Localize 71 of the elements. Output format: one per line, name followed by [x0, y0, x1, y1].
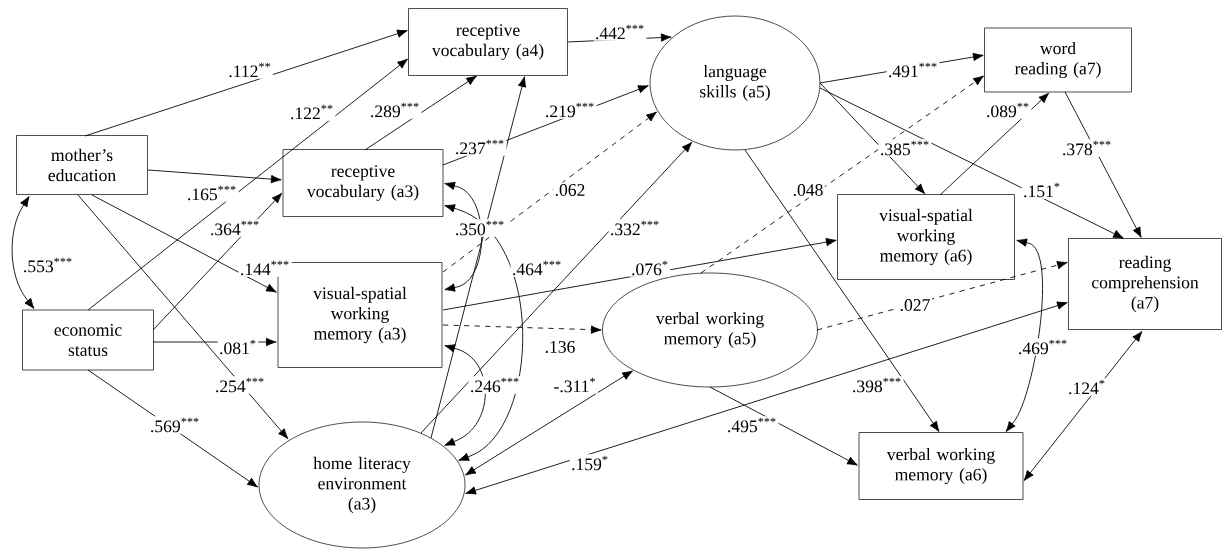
edge-label: .089$^{**}$ [984, 101, 1032, 119]
edge-label: .464$^{***}$ [510, 259, 564, 277]
box-node: reading comprehension (a7) [1068, 238, 1222, 330]
edge-label: .289$^{***}$ [368, 101, 422, 119]
edge-label: .151$^{*}$ [1021, 181, 1063, 199]
edge-label: .491$^{***}$ [886, 61, 940, 79]
arrow [147, 169, 282, 184]
box-node: word reading (a7) [984, 27, 1132, 93]
arrow [87, 58, 408, 311]
arrow [84, 29, 408, 137]
arrow [442, 237, 837, 311]
edge-label: .569$^{***}$ [148, 416, 202, 434]
edge-label: .122$^{**}$ [288, 103, 336, 121]
edge-label: .350$^{***}$ [453, 219, 507, 237]
edge-label: .332$^{***}$ [608, 219, 662, 237]
edge-label: .495$^{***}$ [725, 416, 779, 434]
arrow [744, 149, 940, 432]
arrow [700, 75, 984, 274]
arrow [709, 386, 858, 466]
arrow [77, 194, 289, 440]
arrow [819, 82, 926, 195]
edge-label: .469$^{***}$ [1016, 338, 1070, 356]
edge-label: .398$^{***}$ [850, 376, 904, 394]
edge-label: -.311$^{*}$ [552, 376, 598, 394]
edge-label: .136 [543, 339, 577, 355]
edge-label: .159$^{*}$ [569, 454, 611, 472]
arrow [816, 260, 1068, 331]
edge-label: .385$^{***}$ [878, 139, 932, 157]
edge-label: .219$^{***}$ [543, 101, 597, 119]
arrow [444, 181, 483, 292]
arrow [91, 194, 277, 293]
edge-label: .237$^{***}$ [453, 138, 507, 156]
edge-label: .553$^{***}$ [21, 256, 75, 274]
arrow [11, 196, 35, 309]
edge-label: .112$^{**}$ [226, 61, 274, 79]
box-node: visual-spatial working memory (a6) [837, 194, 1015, 280]
edge-label: .076$^{*}$ [629, 259, 671, 277]
box-node: verbal working memory (a6) [858, 432, 1024, 500]
edge-label: .144$^{***}$ [238, 259, 292, 277]
arrow [152, 192, 283, 331]
box-node: economic status [22, 309, 154, 371]
box-node: mother’s education [16, 135, 148, 195]
edge-label: .246$^{***}$ [468, 376, 522, 394]
arrow [420, 141, 693, 434]
arrow [1023, 331, 1143, 481]
ellipse-node: home literacy environment (a3) [258, 421, 466, 549]
edge-label: .027 [898, 297, 932, 313]
arrow [819, 87, 1124, 239]
arrow [444, 344, 486, 446]
arrow [364, 75, 477, 151]
arrow [465, 301, 1068, 495]
edge-label: .062 [553, 182, 587, 198]
edge-label: .378$^{***}$ [1060, 139, 1114, 157]
arrow [430, 76, 527, 439]
edge-label: .165$^{***}$ [185, 184, 239, 202]
box-node: receptive vocabulary (a3) [282, 149, 444, 217]
box-node: receptive vocabulary (a4) [408, 8, 568, 76]
arrow [442, 111, 657, 273]
edge-label: .364$^{***}$ [208, 219, 262, 237]
edge-label: .254$^{***}$ [213, 376, 267, 394]
edge-label: .124$^{*}$ [1066, 378, 1108, 396]
arrow [1005, 238, 1043, 432]
arrow [939, 92, 1050, 196]
edge-label: .048 [791, 182, 825, 198]
arrow [1064, 91, 1142, 238]
arrow [442, 324, 602, 334]
arrow [465, 370, 633, 476]
arrow [87, 369, 258, 488]
edge-label: .442$^{***}$ [593, 23, 647, 41]
ellipse-node: language skills (a5) [649, 15, 821, 151]
edge-label: .081$^{*}$ [217, 338, 259, 356]
